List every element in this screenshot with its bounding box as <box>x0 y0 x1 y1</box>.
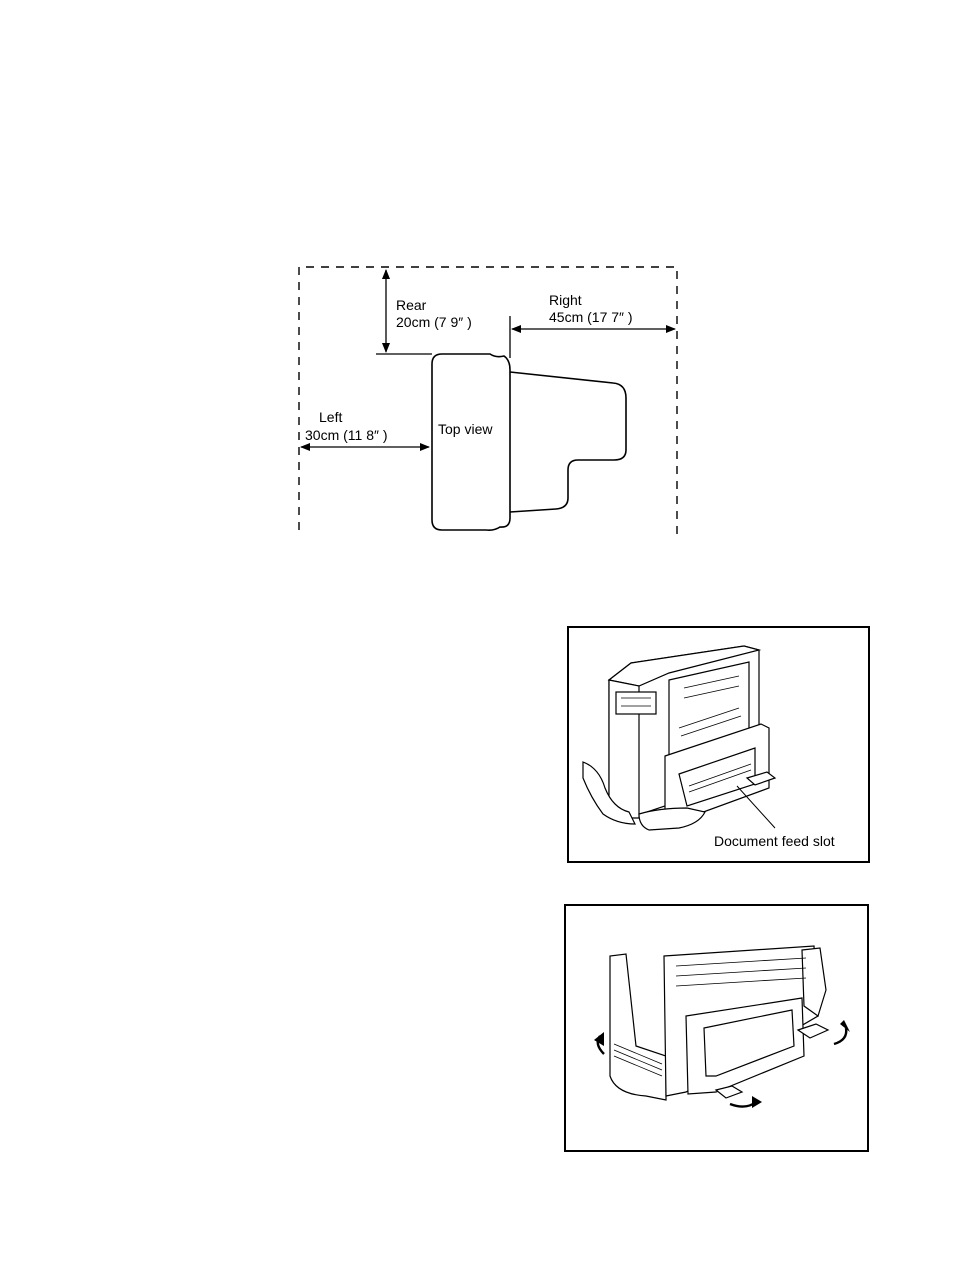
top-view-drawing <box>0 0 955 600</box>
right-value: 45cm (17 7″ ) <box>549 309 633 326</box>
rear-label: Rear <box>396 297 426 314</box>
machine-outline-extension <box>510 372 626 512</box>
right-label: Right <box>549 292 582 309</box>
top-view-label: Top view <box>438 421 492 438</box>
rear-value: 20cm (7 9″ ) <box>396 314 472 331</box>
stabilizer-feet-illustration-frame <box>564 904 869 1152</box>
document-feed-drawing <box>569 628 868 861</box>
left-label: Left <box>319 409 342 426</box>
document-feed-illustration-frame: Document feed slot <box>567 626 870 863</box>
machine-outline-main <box>432 354 510 530</box>
stabilizer-feet-drawing <box>566 906 867 1150</box>
document-feed-slot-callout: Document feed slot <box>714 833 835 850</box>
left-value: 30cm (11 8″ ) <box>305 427 388 444</box>
